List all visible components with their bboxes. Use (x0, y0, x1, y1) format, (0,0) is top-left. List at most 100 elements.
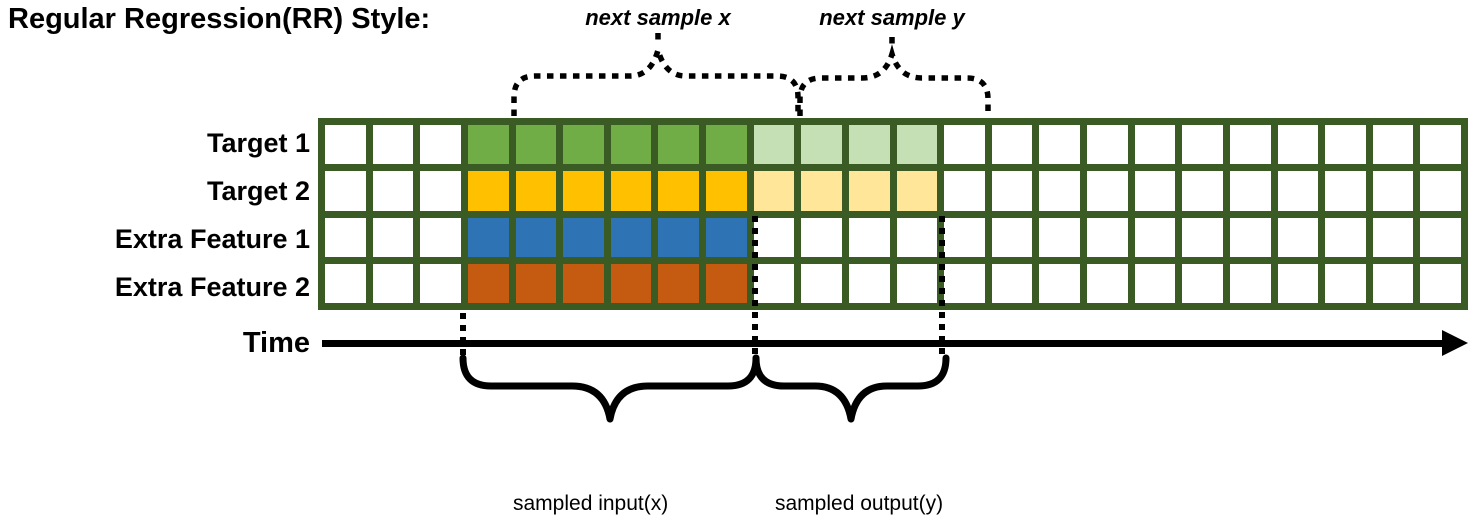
grid-cell (991, 263, 1033, 303)
grid-cell (753, 171, 795, 211)
grid-cell (1134, 171, 1176, 211)
grid-cell (610, 263, 652, 303)
grid-cell (848, 125, 890, 165)
input-end-dotted-line (752, 216, 758, 358)
grid-cell (658, 263, 699, 303)
sampled-input-line-1: sampled input(x) (513, 492, 669, 515)
grid-cell (1277, 263, 1319, 303)
grid-cell (1229, 217, 1271, 257)
grid-cell (1229, 171, 1271, 211)
grid-cell (848, 263, 890, 303)
grid-cell (706, 171, 747, 211)
grid-cell (467, 125, 509, 165)
grid-cell (896, 125, 938, 165)
grid-cell (1372, 263, 1414, 303)
grid-cell (372, 125, 414, 165)
grid-cell (610, 171, 652, 211)
grid-cell (658, 217, 699, 257)
grid-cell (515, 217, 557, 257)
grid-cell (801, 217, 842, 257)
grid-cell (1325, 263, 1366, 303)
grid-cell (420, 263, 461, 303)
grid-cell (1039, 171, 1080, 211)
grid-cell (1277, 171, 1319, 211)
row-label-extra-feature-1: Extra Feature 1 (114, 224, 310, 254)
grid-cell (801, 171, 842, 211)
grid-cell (944, 263, 985, 303)
next-sample-x-brace (511, 39, 801, 116)
grid-cell (1039, 217, 1080, 257)
grid-cell (563, 263, 604, 303)
grid-cell (706, 125, 747, 165)
grid-cell (1134, 217, 1176, 257)
grid-cell (1087, 125, 1128, 165)
sampled-input-brace (459, 354, 760, 423)
grid-cell (467, 263, 509, 303)
grid-cell (991, 171, 1033, 211)
grid-cell (1039, 263, 1080, 303)
row-label-extra-feature-2: Extra Feature 2 (114, 272, 310, 302)
grid-cell (848, 171, 890, 211)
grid-cell (467, 217, 509, 257)
grid-cell (420, 217, 461, 257)
next-sample-x-label: next sample x (585, 5, 731, 30)
grid-cell (1229, 125, 1271, 165)
grid-cell (848, 217, 890, 257)
grid-cell (801, 263, 842, 303)
row-label-target-1: Target 1 (206, 128, 310, 158)
grid-cell (372, 217, 414, 257)
grid-cell (1420, 171, 1461, 211)
grid-cell (1039, 125, 1080, 165)
grid-cell (1182, 171, 1223, 211)
grid-cell (1372, 125, 1414, 165)
grid-cell (658, 171, 699, 211)
sampled-input-note: sampled input(x) lookback=6 input_featur… (513, 421, 712, 516)
grid-cell (325, 125, 366, 165)
output-end-dotted-line (939, 216, 945, 358)
grid-cell (706, 263, 747, 303)
grid-cell (372, 263, 414, 303)
grid-cell (1182, 125, 1223, 165)
grid-cell (753, 217, 795, 257)
grid-cell (420, 125, 461, 165)
grid-cell (1134, 263, 1176, 303)
grid-cell (1325, 217, 1366, 257)
grid-cell (1277, 125, 1319, 165)
grid-cell (1087, 217, 1128, 257)
grid-cell (1325, 125, 1366, 165)
time-series-grid (318, 118, 1468, 310)
grid-cell (658, 125, 699, 165)
row-label-target-2: Target 2 (206, 176, 310, 206)
grid-cell (610, 217, 652, 257)
grid-cell (944, 125, 985, 165)
grid-cell (563, 125, 604, 165)
grid-cell (896, 171, 938, 211)
grid-cell (753, 263, 795, 303)
grid-cell (372, 171, 414, 211)
sampled-output-brace (752, 354, 950, 423)
grid-cell (1420, 125, 1461, 165)
input-start-dotted-line (460, 313, 466, 359)
grid-cell (1277, 217, 1319, 257)
grid-cell (1134, 125, 1176, 165)
grid-cell (1420, 263, 1461, 303)
grid-cell (1087, 263, 1128, 303)
grid-cell (1229, 263, 1271, 303)
grid-cell (325, 217, 366, 257)
sampled-output-line-1: sampled output(y) (775, 492, 944, 515)
grid-cell (563, 171, 604, 211)
time-axis-line (322, 340, 1444, 347)
grid-cell (1325, 171, 1366, 211)
grid-cell (1420, 217, 1461, 257)
next-sample-y-brace (797, 44, 991, 116)
grid-cell (610, 125, 652, 165)
time-axis-arrowhead-icon (1442, 330, 1468, 356)
grid-cell (801, 125, 842, 165)
grid-cell (1372, 217, 1414, 257)
grid-cell (1182, 217, 1223, 257)
page-title: Regular Regression(RR) Style: (8, 3, 431, 35)
grid-cell (1182, 263, 1223, 303)
grid-cell (515, 263, 557, 303)
grid-cell (1372, 171, 1414, 211)
